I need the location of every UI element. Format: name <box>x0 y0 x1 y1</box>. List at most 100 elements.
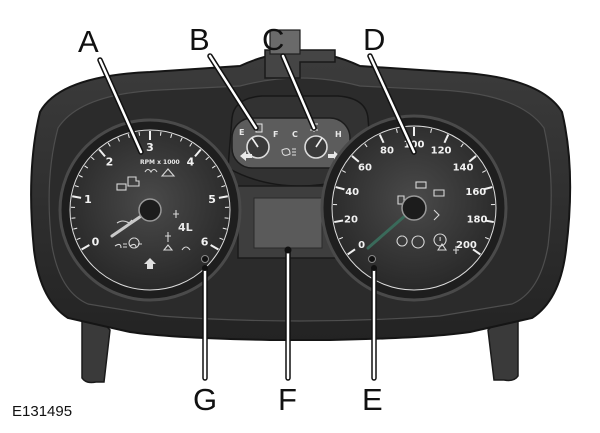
speedometer-tick <box>378 134 385 144</box>
temp-cold-label: C <box>292 130 298 139</box>
speedometer-tick <box>484 237 490 240</box>
speedometer-tick <box>484 219 494 224</box>
speedometer-tick <box>430 128 433 133</box>
speedometer-hub <box>401 195 427 221</box>
figure-reference-code: E131495 <box>12 403 72 420</box>
speedometer-tick <box>460 143 464 148</box>
tachometer-tick <box>84 165 89 169</box>
tachometer-tick <box>73 227 78 230</box>
four-wheel-low-label: 4L <box>178 221 193 234</box>
speedometer-tick <box>483 186 493 191</box>
speedometer-scale-label: 0 <box>358 240 365 251</box>
callout-label-g: G <box>193 382 217 417</box>
tachometer-scale-label: 0 <box>92 235 100 248</box>
seatbelt-icon <box>165 232 171 242</box>
trip-reset-button[interactable] <box>201 255 209 263</box>
temp-hot-label: H <box>335 130 342 139</box>
speedometer-tick <box>334 219 344 224</box>
abs-warning-icon <box>411 235 425 249</box>
battery-warning-icon <box>116 183 127 191</box>
speedometer-scale-label: 160 <box>465 187 486 198</box>
tachometer-tick <box>90 156 95 161</box>
speedometer-scale-label: 80 <box>380 145 394 156</box>
tachometer-tick <box>217 174 222 178</box>
lane-assist-icon <box>436 243 448 251</box>
tachometer-tick <box>78 174 83 178</box>
brake-warning-icon <box>128 237 140 249</box>
tachometer-tick <box>107 142 111 147</box>
tachometer-tick <box>138 131 141 136</box>
tachometer-ticks <box>71 131 229 251</box>
speedometer-tick <box>341 170 346 173</box>
speedometer-tick <box>443 134 450 144</box>
tachometer-tick <box>205 156 210 161</box>
tachometer-tick <box>194 148 202 158</box>
speedometer-tick <box>395 128 398 133</box>
passenger-airbag-icon <box>453 246 459 254</box>
tachometer-tick <box>81 244 90 251</box>
leader-a <box>98 58 143 154</box>
callout-label-c: C <box>262 22 284 57</box>
speedometer-scale-label: 20 <box>344 215 358 226</box>
message-center-display <box>253 197 323 249</box>
engine-warning-icon <box>127 176 140 187</box>
speedometer-tick <box>347 248 356 256</box>
callout-label-f: F <box>278 382 297 417</box>
leader-f-dot <box>284 246 292 254</box>
tachometer-tick <box>74 185 79 188</box>
speedometer-scale-label: 120 <box>431 145 452 156</box>
tachometer-tick <box>180 137 183 142</box>
tachometer-tick <box>170 133 173 139</box>
speedometer-ticks <box>333 127 495 256</box>
leader-g-dot <box>202 265 208 271</box>
speedometer-tick <box>351 155 360 163</box>
speedometer-scale-label: 140 <box>453 162 474 173</box>
tachometer-tick <box>189 142 193 147</box>
speedometer-scale-label: 40 <box>345 187 359 198</box>
tachometer-tick <box>117 137 120 142</box>
tachometer-tick <box>219 237 224 241</box>
callout-label-d: D <box>363 22 385 57</box>
tachometer-scale-label: 4 <box>187 156 195 169</box>
fog-lamp-icon <box>114 243 127 249</box>
tachometer-unit-label: RPM x 1000 <box>140 159 180 166</box>
speedometer-scale-label: 60 <box>358 162 372 173</box>
door-ajar-icon <box>162 244 174 251</box>
cruise-control-icon <box>415 181 427 189</box>
headlight-indicator-icon <box>281 148 296 156</box>
callout-label-b: B <box>189 22 210 57</box>
tachometer-scale-label: 5 <box>208 193 216 206</box>
tachometer-scale-label: 1 <box>84 193 92 206</box>
speedometer-tick <box>338 237 344 240</box>
speedometer-tick <box>472 248 481 256</box>
connector-plug <box>269 29 301 55</box>
high-beam-icon <box>129 243 142 249</box>
fuel-gauge-needle <box>251 137 259 148</box>
fuel-gauge: E F <box>239 123 278 161</box>
tachometer-tick <box>98 148 106 158</box>
power-steering-icon <box>433 233 447 247</box>
callout-label-a: A <box>78 24 99 59</box>
display-select-button[interactable] <box>368 255 376 263</box>
left-turn-signal-icon <box>240 151 252 161</box>
speedometer-scale-label: 180 <box>467 215 488 226</box>
speedometer-tick <box>468 155 477 163</box>
speedometer-tick <box>335 186 345 191</box>
leader-c <box>281 54 316 130</box>
fuel-full-label: F <box>273 130 278 139</box>
tachometer-warning-icons <box>114 168 191 251</box>
tachometer-tick <box>210 244 219 251</box>
glow-plug-icon <box>144 168 158 174</box>
tachometer-tick <box>159 131 162 136</box>
callout-leaders <box>97 53 417 381</box>
tachometer-tick <box>221 185 226 188</box>
tire-pressure-icon <box>181 246 191 251</box>
tachometer-tick <box>127 133 130 139</box>
speedometer-scale-label: 100 <box>404 140 425 151</box>
tachometer-tick <box>218 195 228 199</box>
leader-b <box>208 54 258 130</box>
speedometer-tick <box>482 170 487 173</box>
